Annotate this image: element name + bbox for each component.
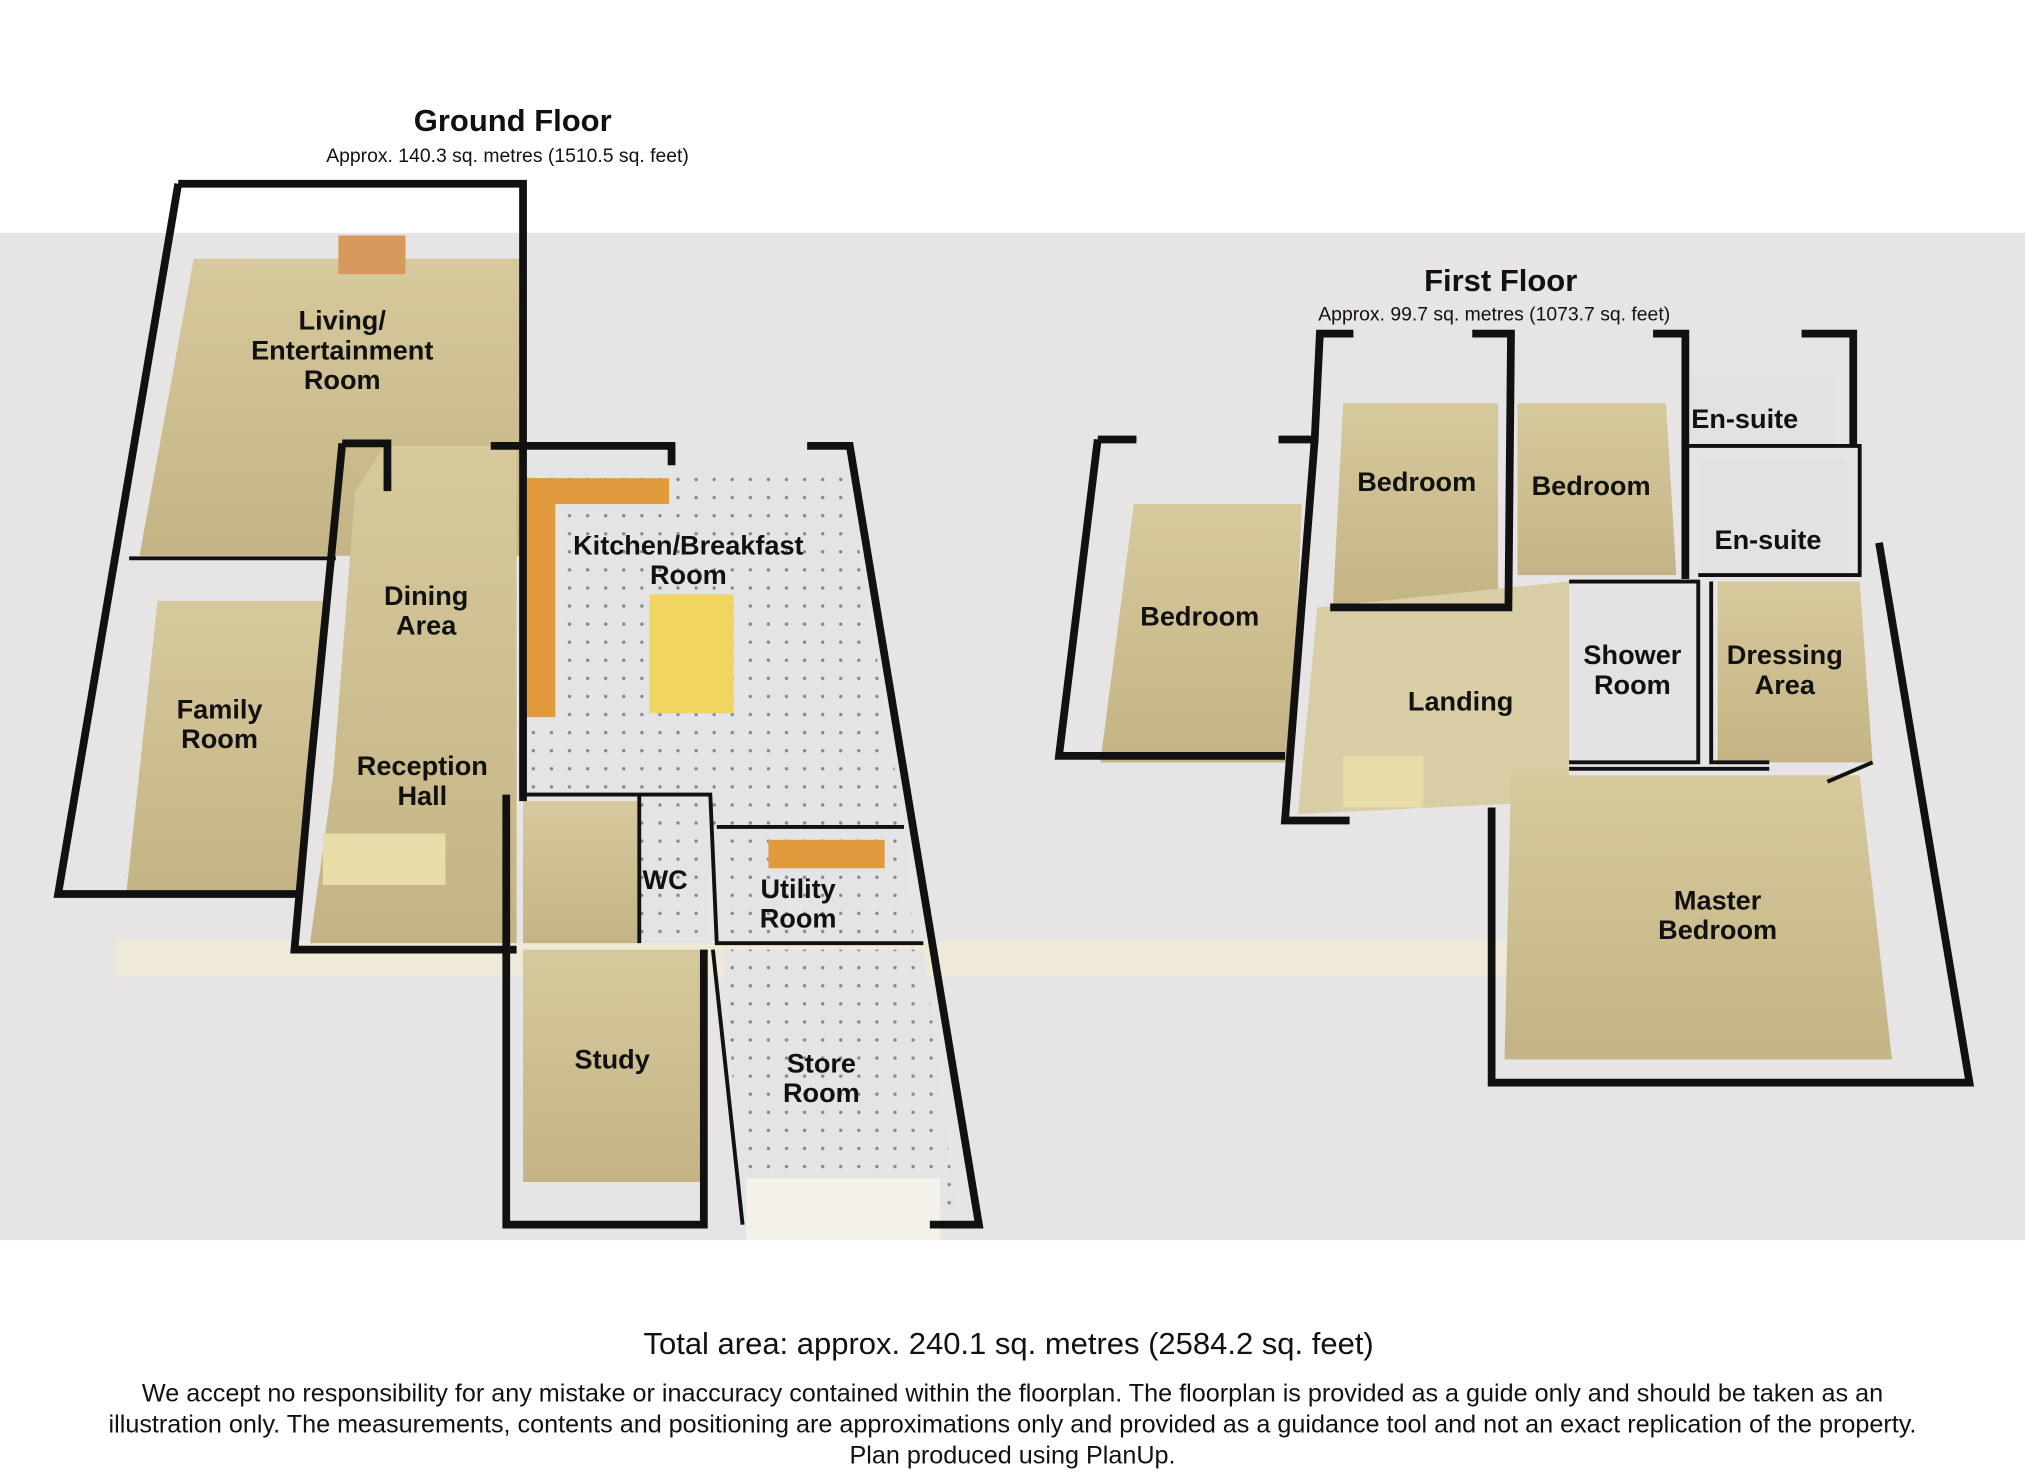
room-label-bedroom: Bedroom — [1140, 600, 1259, 631]
room-label-landing: Landing — [1408, 686, 1513, 717]
room-label-dining: Dining — [384, 580, 468, 611]
first-floor-labels: Bedroom Bedroom Bedroom En-suite En-suit… — [1140, 403, 1843, 945]
garage-door — [746, 1178, 941, 1241]
room-label-reception: Hall — [397, 780, 447, 811]
disclaimer-line: We accept no responsibility for any mist… — [142, 1380, 1883, 1408]
total-area: Total area: approx. 240.1 sq. metres (25… — [643, 1326, 1373, 1361]
ensuite-2-floor — [1698, 458, 1847, 576]
room-label-master: Bedroom — [1658, 914, 1777, 945]
fireplace — [338, 235, 406, 275]
dining-reception-floor — [309, 445, 517, 944]
room-label-store: Room — [783, 1077, 860, 1108]
room-label-bedroom: Bedroom — [1532, 470, 1651, 501]
room-label-kitchen: Room — [650, 559, 727, 590]
ground-floor — [53, 179, 984, 1241]
disclaimer-line: illustration only. The measurements, con… — [109, 1411, 1917, 1439]
worktop — [526, 478, 669, 505]
ground-floor-title: Ground Floor — [414, 103, 612, 138]
room-label-utility: Utility — [760, 873, 835, 904]
room-label-family: Family — [177, 693, 263, 724]
study-floor — [523, 949, 704, 1183]
shower-floor — [1575, 587, 1699, 763]
master-floor — [1504, 775, 1892, 1060]
room-label-living: Living/ — [299, 305, 387, 336]
family-room-floor — [126, 600, 330, 892]
first-floor — [1054, 329, 1975, 1087]
bedroom-left-floor — [1100, 504, 1302, 763]
ground-floor-area: Approx. 140.3 sq. metres (1510.5 sq. fee… — [326, 145, 689, 167]
room-label-ensuite: En-suite — [1715, 524, 1822, 555]
ensuite-1-floor — [1685, 374, 1834, 446]
room-label-living: Room — [304, 364, 381, 395]
room-label-dressing: Dressing — [1727, 639, 1843, 670]
room-label-dressing: Area — [1755, 669, 1816, 700]
room-label-study: Study — [574, 1043, 649, 1074]
room-label-kitchen: Kitchen/Breakfast — [573, 529, 804, 560]
room-label-family: Room — [181, 723, 258, 754]
room-label-wc: WC — [643, 864, 688, 895]
first-floor-area: Approx. 99.7 sq. metres (1073.7 sq. feet… — [1318, 304, 1670, 326]
ground-floor-labels: Living/ Entertainment Room Dining Area F… — [177, 305, 860, 1108]
worktop — [526, 478, 556, 718]
room-label-store: Store — [787, 1047, 856, 1078]
stairs — [322, 833, 446, 886]
room-label-shower: Room — [1594, 669, 1671, 700]
room-label-dining: Area — [396, 609, 457, 640]
room-label-bedroom: Bedroom — [1357, 466, 1476, 497]
hall-floor — [523, 801, 640, 944]
stairs — [1343, 755, 1424, 808]
worktop — [768, 839, 885, 869]
room-label-living: Entertainment — [251, 334, 433, 365]
first-floor-title: First Floor — [1424, 263, 1577, 298]
room-label-reception: Reception — [357, 750, 488, 781]
kitchen-island — [649, 594, 734, 714]
store-floor — [723, 949, 956, 1208]
room-label-shower: Shower — [1583, 639, 1681, 670]
bedroom-2-floor — [1332, 403, 1499, 608]
disclaimer-line: Plan produced using PlanUp. — [849, 1442, 1175, 1470]
bedroom-3-floor — [1517, 403, 1677, 576]
room-label-utility: Room — [760, 903, 837, 934]
room-label-master: Master — [1674, 885, 1762, 916]
wc-floor — [639, 801, 711, 944]
room-label-ensuite: En-suite — [1691, 403, 1798, 434]
dressing-floor — [1717, 581, 1873, 763]
